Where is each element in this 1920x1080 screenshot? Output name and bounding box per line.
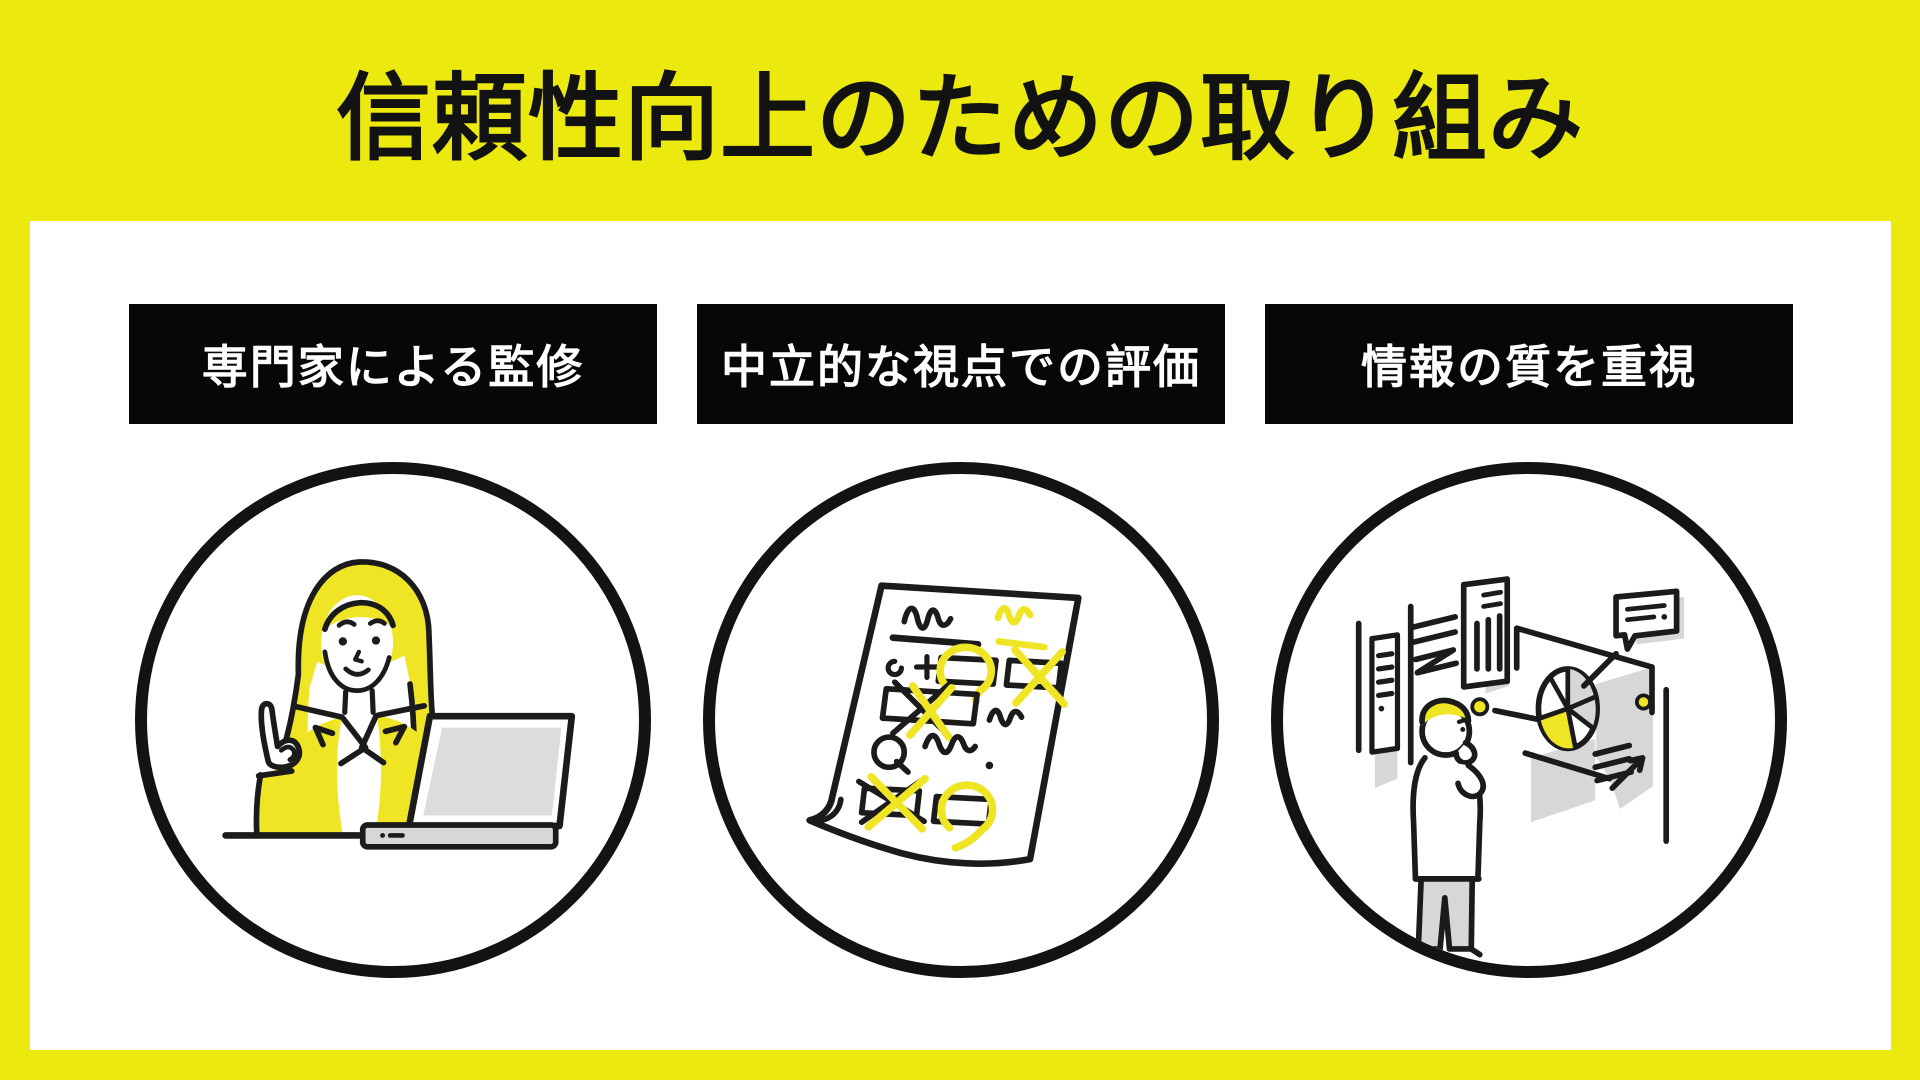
- person-reviewing-charts-icon: [1271, 462, 1787, 978]
- question-row: [871, 732, 994, 775]
- yellow-x-mark: [1011, 646, 1068, 708]
- column-label: 専門家による監修: [201, 341, 585, 393]
- column-neutral-evaluation: 中立的な視点での評価: [697, 304, 1225, 978]
- content-panel: 専門家による監修: [30, 221, 1891, 1050]
- columns: 専門家による監修: [129, 304, 1793, 978]
- left-text-panel: [1369, 632, 1401, 755]
- person-hair: [1422, 700, 1469, 726]
- bar-chart-panel: [1460, 576, 1511, 690]
- title-band: 信頼性向上のための取り組み: [0, 0, 1920, 221]
- answer-row-4: [855, 772, 997, 852]
- scribble-heading-yellow: [994, 605, 1048, 651]
- woman-shirt: [334, 714, 386, 836]
- woman-pointing-hand: [253, 700, 303, 837]
- speech-bubble-icon: [1613, 588, 1685, 652]
- column-information-quality: 情報の質を重視: [1265, 304, 1793, 978]
- scribble-heading: [889, 605, 982, 648]
- board-lines: [1355, 603, 1670, 844]
- trend-arrow-icon: [1592, 742, 1646, 791]
- woman-face: [321, 595, 396, 694]
- yellow-circle-mark: [937, 781, 997, 852]
- evaluation-sheet-icon: [703, 462, 1219, 978]
- person-legs: [1415, 876, 1476, 952]
- column-label: 中立的な視点での評価: [721, 341, 1201, 393]
- yellow-x-mark: [864, 772, 929, 833]
- woman-hair: [275, 561, 438, 793]
- person-hand-on-chin: [1453, 739, 1478, 766]
- connector-dots: [1470, 693, 1652, 722]
- column-header-bar: 中立的な視点での評価: [697, 304, 1225, 424]
- laptop-icon: [359, 712, 576, 850]
- column-header-bar: 専門家による監修: [129, 304, 657, 424]
- column-label: 情報の質を重視: [1361, 341, 1697, 393]
- expert-woman-with-laptop-icon: [135, 462, 651, 978]
- column-header-bar: 情報の質を重視: [1265, 304, 1793, 424]
- person-figure: [1406, 697, 1486, 958]
- page-title: 信頼性向上のための取り組み: [335, 66, 1584, 172]
- zigzag-lines: [1409, 614, 1459, 676]
- pie-chart-icon: [1535, 650, 1619, 752]
- woman-neck: [342, 688, 376, 716]
- answer-row-2: [879, 679, 1025, 741]
- yellow-x-mark: [906, 682, 956, 741]
- column-expert-supervision: 専門家による監修: [129, 304, 657, 978]
